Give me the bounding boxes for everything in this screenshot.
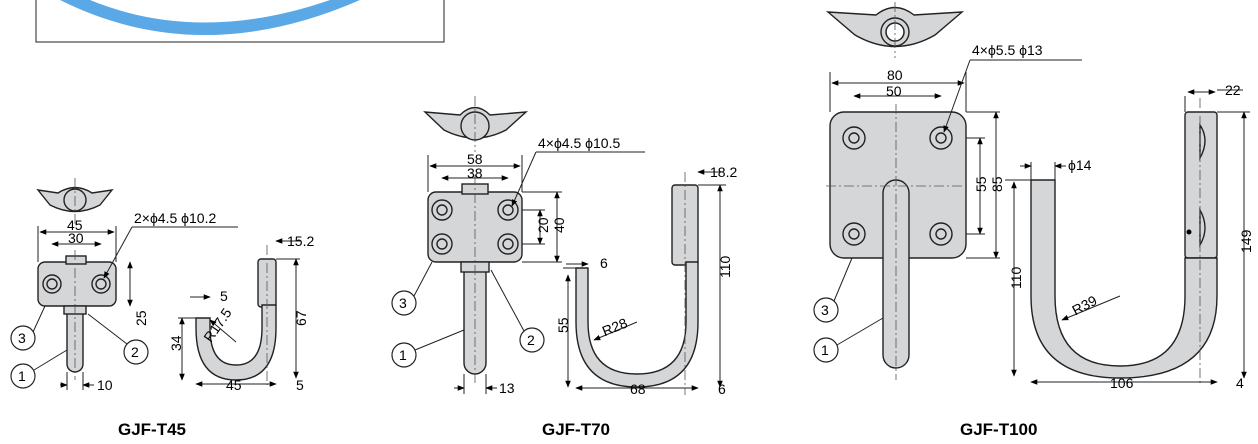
model-gjf-t45: 45 30 2×ϕ4.5 ϕ10.2 25 10 3 1 2 15.2 xyxy=(10,178,314,439)
callout-2 xyxy=(123,339,149,365)
dim-plate-width: 45 xyxy=(67,217,83,233)
dim-radius-100: R39 xyxy=(1069,292,1099,318)
dim-hole-pitch-100: 50 xyxy=(886,83,902,99)
callout-1-label-70: 1 xyxy=(399,347,407,363)
hook-70 xyxy=(575,261,699,388)
dim-width-106: 106 xyxy=(1110,375,1134,391)
callout-3-label-70: 3 xyxy=(399,295,407,311)
hook-45 xyxy=(195,304,277,381)
callout-3-label: 3 xyxy=(18,330,26,346)
dim-foot-45: 5 xyxy=(296,377,304,393)
model-title-100: GJF-T100 xyxy=(960,420,1037,439)
dim-depth-34: 34 xyxy=(168,335,184,351)
dim-stem-dia-70: 13 xyxy=(499,380,515,396)
callout-3-label-100: 3 xyxy=(821,302,829,318)
dim-foot-100: 4 xyxy=(1236,375,1244,391)
dim-hole-pitch: 30 xyxy=(68,230,84,246)
dim-stem-25: 25 xyxy=(133,310,149,326)
callout-1-label-100: 1 xyxy=(821,342,829,358)
dim-height-110-100: 110 xyxy=(1008,266,1024,289)
callout-1 xyxy=(10,363,36,389)
dim-pitch-v-100: 55 xyxy=(973,176,989,192)
dim-offset-5: 5 xyxy=(220,288,228,304)
hole-spec-45: 2×ϕ4.5 ϕ10.2 xyxy=(134,210,216,226)
dim-plate-width-70: 58 xyxy=(467,151,483,167)
dim-foot-70: 6 xyxy=(718,381,726,397)
model-gjf-t100: 80 50 4×ϕ5.5 ϕ13 55 85 3 1 22 149 xyxy=(813,2,1254,439)
dim-offset-6: 6 xyxy=(600,255,608,271)
hole-spec-70: 4×ϕ4.5 ϕ10.5 xyxy=(538,135,620,151)
dim-hole-pitch-70: 38 xyxy=(467,165,483,181)
callout-1-label: 1 xyxy=(18,368,26,384)
callout-2-label-70: 2 xyxy=(527,332,535,348)
dim-thickness-100: 22 xyxy=(1225,82,1241,98)
dim-height-40: 40 xyxy=(551,217,567,233)
dim-depth-55: 55 xyxy=(555,317,571,333)
dim-height-85: 85 xyxy=(989,176,1005,192)
dim-stem-dia: 10 xyxy=(97,377,113,393)
dim-width-68: 68 xyxy=(630,381,646,397)
dim-height-67: 67 xyxy=(293,310,309,326)
dim-width-45: 45 xyxy=(226,377,242,393)
model-gjf-t70: 58 38 4×ϕ4.5 ϕ10.5 20 40 13 3 1 2 18.2 1 xyxy=(391,96,737,439)
hook-100 xyxy=(1030,179,1218,379)
callout-2-label: 2 xyxy=(131,344,139,360)
dim-pitch-v-70: 20 xyxy=(535,217,551,233)
dim-height-149: 149 xyxy=(1238,229,1254,253)
dim-thickness-70: 18.2 xyxy=(710,164,737,180)
model-title-70: GJF-T70 xyxy=(542,420,610,439)
dim-height-110-70: 110 xyxy=(717,255,733,278)
model-title-45: GJF-T45 xyxy=(118,420,186,439)
callout-3 xyxy=(10,325,36,351)
dim-thickness-45: 15.2 xyxy=(287,233,314,249)
dim-stem-dia-100: ϕ14 xyxy=(1068,157,1092,173)
hole-spec-100: 4×ϕ5.5 ϕ13 xyxy=(972,42,1043,58)
dim-radius-70: R28 xyxy=(600,315,630,340)
banner-fragment xyxy=(35,0,445,43)
dim-plate-width-100: 80 xyxy=(887,67,903,83)
